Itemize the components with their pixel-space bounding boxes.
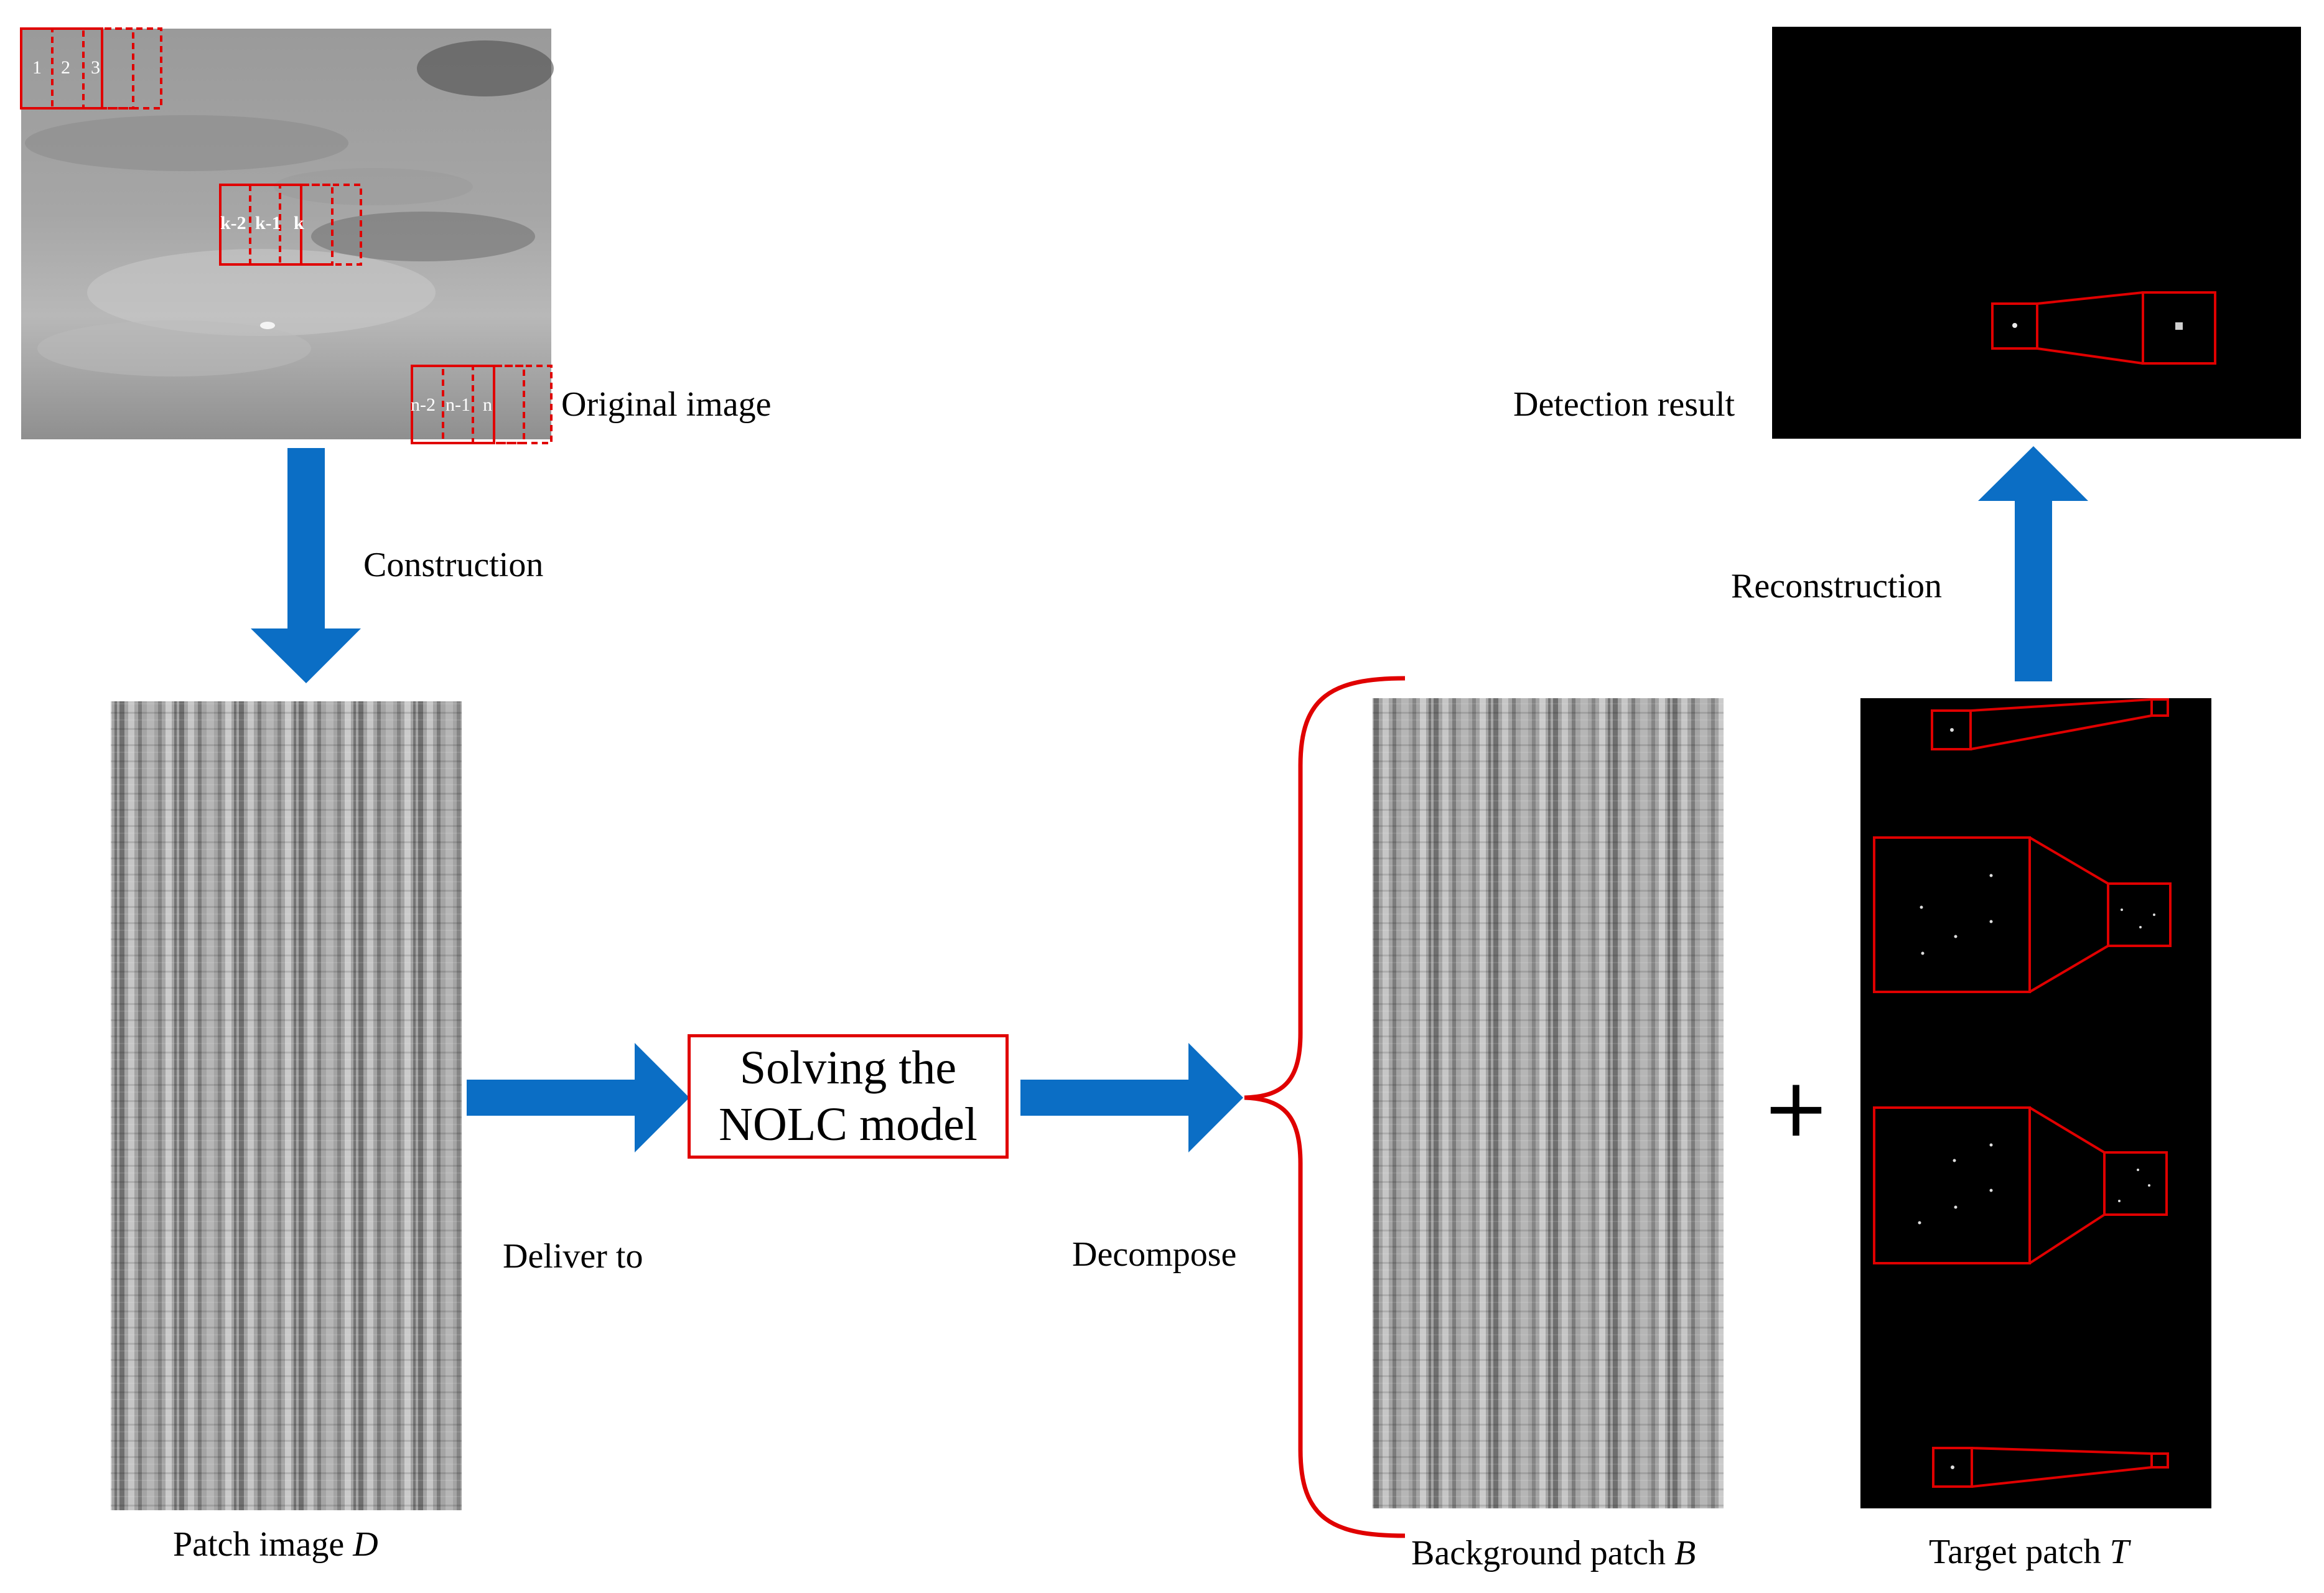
patch-image-var: D (353, 1525, 378, 1564)
patch-number: 2 (61, 57, 70, 78)
patch-number: n-2 (411, 395, 436, 415)
deliver-to-arrow (467, 1043, 689, 1152)
plus-sign: + (1762, 1060, 1830, 1155)
reconstruction-arrow (1978, 446, 2088, 681)
decompose-label: Decompose (1072, 1235, 1237, 1274)
background-patch-text: Background patch (1411, 1534, 1674, 1572)
patch-number: 1 (32, 57, 42, 78)
target-patch-text: Target patch (1929, 1533, 2110, 1571)
nolc-model-box: Solving the NOLC model (688, 1034, 1009, 1159)
reconstruction-label: Reconstruction (1731, 567, 1943, 605)
patch-image-label: Patch image D (173, 1527, 378, 1562)
patch-number: 3 (91, 57, 100, 78)
patch-number: n-1 (446, 395, 470, 415)
patch-window-middle (219, 184, 362, 266)
decompose-arrow (1020, 1043, 1243, 1152)
patch-image-d (111, 701, 462, 1510)
patch-number: k (294, 213, 304, 233)
background-patch-var: B (1674, 1534, 1696, 1572)
deliver-to-label: Deliver to (503, 1237, 643, 1276)
construction-arrow (251, 448, 361, 683)
target-patch-var: T (2109, 1533, 2129, 1571)
target-patch-label: Target patch T (1929, 1535, 2129, 1569)
detection-result-label: Detection result (1513, 385, 1735, 424)
original-image (21, 29, 554, 439)
patch-number: k-1 (255, 213, 281, 233)
decompose-brace (1244, 676, 1406, 1538)
patch-window-top (20, 27, 162, 110)
patch-number: k-2 (220, 213, 246, 233)
patch-image-text: Patch image (173, 1525, 353, 1564)
patch-number: n (483, 395, 492, 415)
background-patch-label: Background patch B (1411, 1536, 1696, 1571)
detection-result-image (1772, 27, 2301, 439)
original-image-label: Original image (561, 385, 772, 424)
nolc-line2: NOLC model (719, 1098, 978, 1151)
nolc-line1: Solving the (739, 1041, 957, 1094)
construction-label: Construction (363, 546, 544, 584)
target-patch-t (1860, 698, 2211, 1508)
background-patch-b (1373, 698, 1724, 1508)
patch-window-bottom (411, 365, 553, 444)
